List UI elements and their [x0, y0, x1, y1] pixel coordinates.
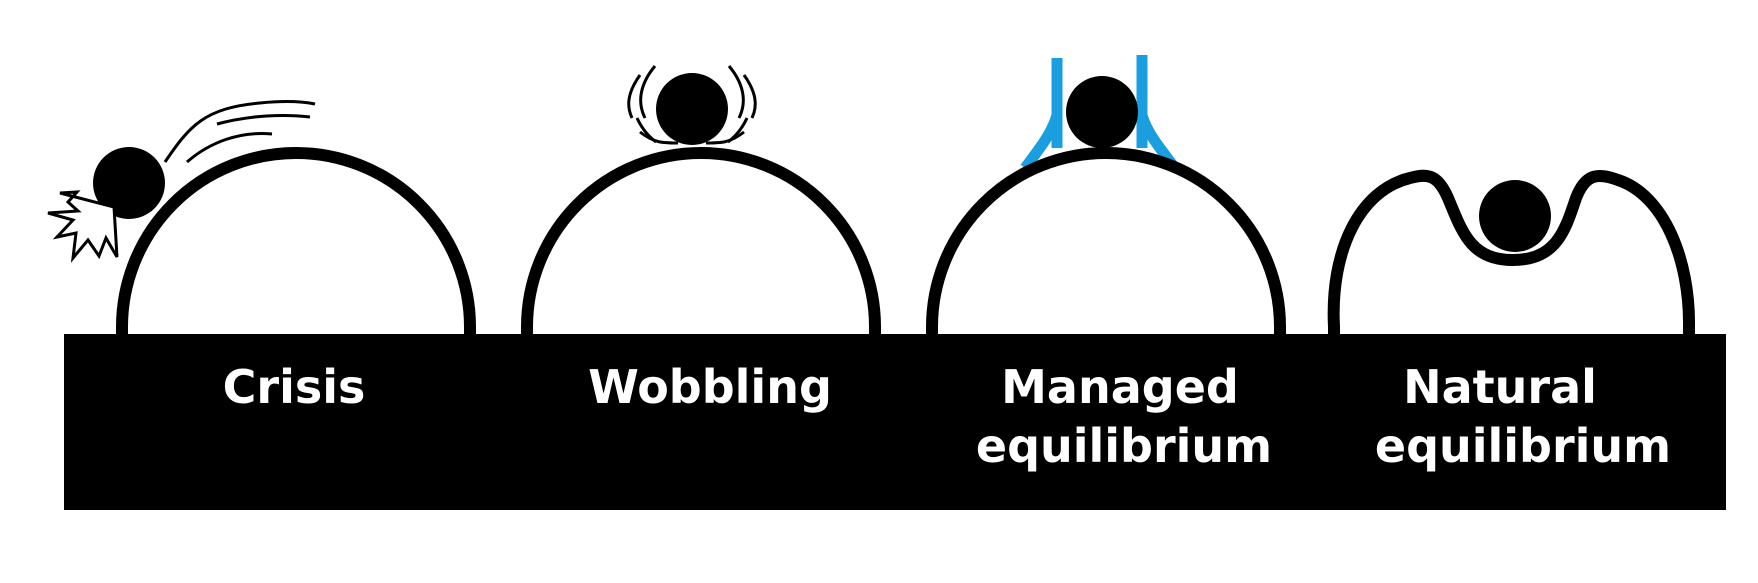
wobble-lines-icon: [627, 65, 757, 145]
ball-managed: [1066, 76, 1138, 148]
hill-natural: [1327, 169, 1696, 334]
hill-managed: [926, 147, 1286, 334]
hill-wobbling: [521, 147, 881, 334]
ground-bar: [64, 334, 1726, 510]
panel-natural-equilibrium: Natural equilibrium: [1327, 169, 1696, 473]
panel-managed-equilibrium: Managed equilibrium: [926, 55, 1286, 473]
impact-burst-icon: [47, 190, 119, 263]
panel-crisis: Crisis: [47, 100, 476, 414]
label-natural-line2: equilibrium: [1375, 419, 1671, 473]
label-managed-line1: Managed: [1001, 360, 1239, 414]
ball-wobbling: [656, 73, 728, 145]
ball-natural: [1479, 180, 1551, 252]
hill-crisis: [116, 147, 476, 334]
label-managed-line2: equilibrium: [976, 419, 1272, 473]
panel-wobbling: Wobbling: [521, 65, 881, 414]
label-wobbling: Wobbling: [588, 360, 832, 414]
motion-lines-icon: [163, 100, 316, 164]
label-natural-line1: Natural: [1403, 360, 1597, 414]
label-crisis: Crisis: [223, 360, 366, 414]
ball-crisis: [93, 147, 165, 219]
